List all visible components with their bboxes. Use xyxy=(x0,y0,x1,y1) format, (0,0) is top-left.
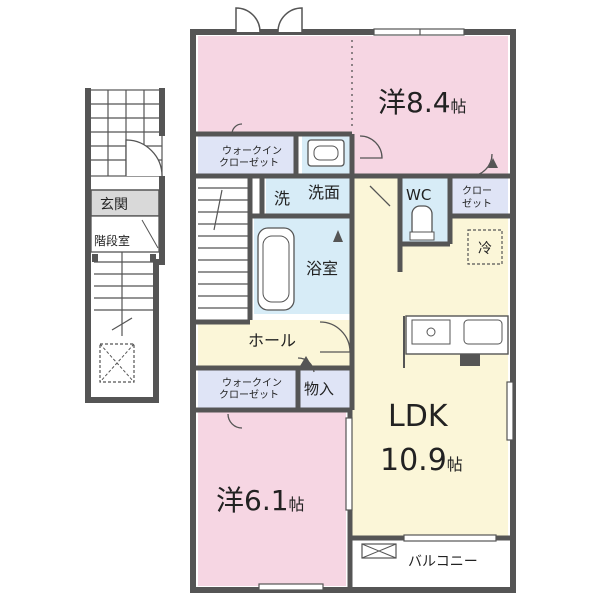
walkin-closet-2-area xyxy=(198,370,298,408)
hall-area xyxy=(198,320,350,368)
ldk-size: 10.9帖 xyxy=(380,443,463,478)
entrance-unit xyxy=(85,88,165,403)
closet-area xyxy=(452,176,508,216)
ldk-name: LDK xyxy=(388,399,449,434)
outdoor-unit-icon xyxy=(361,543,397,559)
walkin-closet-1-label: ウォークイン クローゼット xyxy=(219,145,285,169)
hall-label: ホール xyxy=(248,331,296,350)
bedroom-8-4-area xyxy=(198,36,508,136)
windows xyxy=(258,28,514,591)
wash-label: 洗 xyxy=(274,189,290,208)
sink-icon xyxy=(307,139,345,167)
main-stairs xyxy=(198,187,250,309)
closet-label: クロー ゼット xyxy=(462,185,495,210)
fridge-space xyxy=(467,229,503,265)
exterior-doors xyxy=(235,7,303,33)
balcony-label: バルコニー xyxy=(408,554,478,570)
washroom-area xyxy=(266,176,350,214)
entrance-label: 玄関 xyxy=(100,196,128,213)
bedroom-8-4-lower xyxy=(352,136,508,176)
kitchen-counter xyxy=(405,315,509,366)
storage-label: 物入 xyxy=(304,380,334,398)
storage-area xyxy=(300,370,350,408)
bedroom-6-1-label: 洋6.1帖 xyxy=(216,484,305,517)
bedroom-8-4-label: 洋8.4帖 xyxy=(378,86,467,119)
outer-wall xyxy=(190,29,516,593)
washroom-label: 洗面 xyxy=(308,183,340,202)
walkin-closet-1-area xyxy=(198,136,296,174)
bath-label: 浴室 xyxy=(306,259,338,278)
walkin-closet-2-label: ウォークイン クローゼット xyxy=(219,377,285,401)
bathtub-icon xyxy=(257,227,295,311)
fridge-label: 冷 xyxy=(478,241,492,257)
wc-label: WC xyxy=(406,186,431,204)
stairwell-label: 階段室 xyxy=(94,233,130,248)
vent-markers xyxy=(300,158,498,366)
bedroom-6-1-area xyxy=(198,410,346,586)
